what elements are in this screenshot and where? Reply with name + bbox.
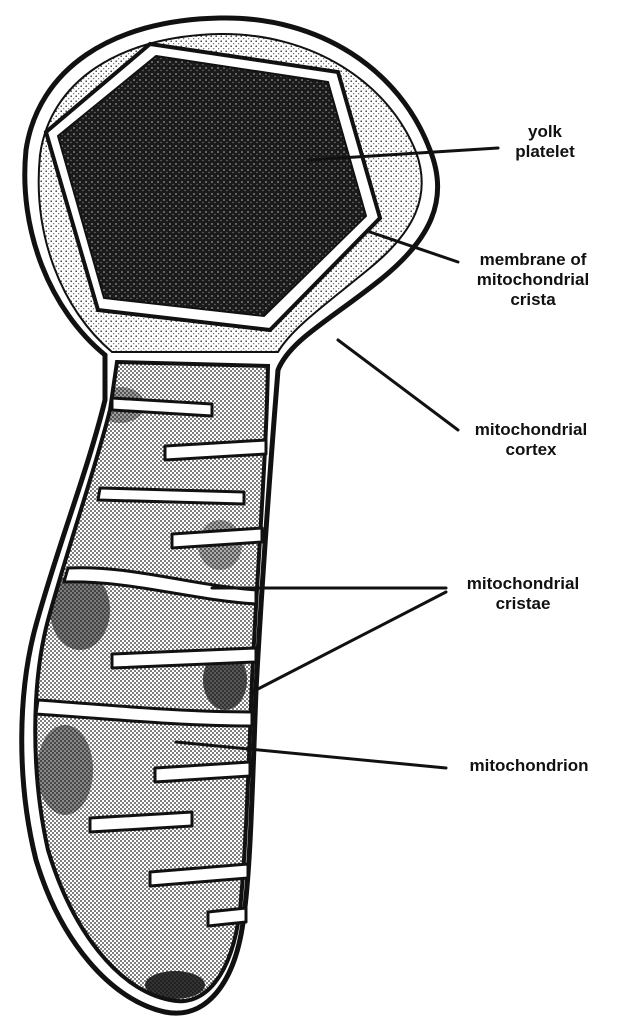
label-yolk-platelet: yolk platelet xyxy=(490,122,600,162)
label-line: crista xyxy=(458,290,608,310)
label-mitochondrial-cristae: mitochondrial cristae xyxy=(448,574,598,614)
crista-11 xyxy=(208,908,246,926)
label-line: yolk xyxy=(490,122,600,142)
label-line: platelet xyxy=(490,142,600,162)
label-mitochondrial-cortex: mitochondrial cortex xyxy=(456,420,606,460)
label-line: cortex xyxy=(456,440,606,460)
label-line: mitochondrial xyxy=(458,270,608,290)
label-line: membrane of xyxy=(458,250,608,270)
label-mitochondrion: mitochondrion xyxy=(446,756,612,776)
label-crista-membrane: membrane of mitochondrial crista xyxy=(458,250,608,310)
crista-3 xyxy=(98,488,244,504)
leader-cortex xyxy=(338,340,458,430)
label-line: cristae xyxy=(448,594,598,614)
label-line: mitochondrial xyxy=(456,420,606,440)
label-line: mitochondrion xyxy=(446,756,612,776)
leader-cristae-2 xyxy=(256,592,446,690)
label-line: mitochondrial xyxy=(448,574,598,594)
